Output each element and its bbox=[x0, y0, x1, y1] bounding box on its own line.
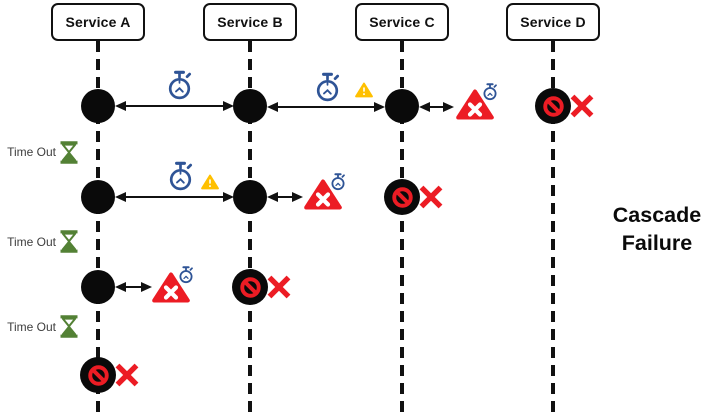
arrowhead-icon bbox=[267, 192, 278, 202]
timeout-label-2: Time Out bbox=[7, 235, 56, 249]
timeout-error-icon bbox=[456, 83, 498, 120]
timeout-error-icon bbox=[152, 266, 194, 303]
arrowhead-icon bbox=[443, 102, 454, 112]
failure-x-icon bbox=[267, 275, 291, 299]
stopwatch-badge-icon bbox=[483, 83, 497, 101]
call-arrow-a-b-row1 bbox=[115, 101, 234, 111]
lifeline-service-b bbox=[248, 41, 252, 412]
hourglass-icon bbox=[60, 315, 78, 338]
stopwatch-badge-icon bbox=[331, 173, 345, 191]
node-b-row2 bbox=[233, 180, 267, 214]
failed-call-arrow-c-row1 bbox=[419, 102, 454, 112]
failed-node-c bbox=[384, 179, 420, 215]
arrowhead-icon bbox=[115, 192, 126, 202]
arrowhead-icon bbox=[223, 192, 234, 202]
arrowhead-icon bbox=[292, 192, 303, 202]
arrowhead-icon bbox=[223, 101, 234, 111]
failure-x-icon bbox=[115, 363, 139, 387]
arrowhead-icon bbox=[115, 282, 126, 292]
arrowhead-icon bbox=[141, 282, 152, 292]
timeout-label-3: Time Out bbox=[7, 320, 56, 334]
hourglass-icon bbox=[60, 141, 78, 164]
arrowhead-icon bbox=[419, 102, 430, 112]
service-a-box: Service A bbox=[51, 3, 145, 41]
node-c-row1 bbox=[385, 89, 419, 123]
failed-call-arrow-a-row3 bbox=[115, 282, 152, 292]
failed-node-b bbox=[232, 269, 268, 305]
node-a-row3 bbox=[81, 270, 115, 304]
arrowhead-icon bbox=[374, 102, 385, 112]
service-c-label: Service C bbox=[369, 14, 435, 30]
failed-call-arrow-b-row2 bbox=[267, 192, 303, 202]
service-a-label: Service A bbox=[65, 14, 131, 30]
node-a-row1 bbox=[81, 89, 115, 123]
warning-icon bbox=[355, 82, 373, 98]
error-triangle-icon bbox=[152, 272, 190, 303]
blocked-icon bbox=[239, 276, 261, 298]
blocked-icon bbox=[542, 95, 564, 117]
error-triangle-icon bbox=[304, 179, 342, 210]
arrowhead-icon bbox=[267, 102, 278, 112]
stopwatch-icon bbox=[168, 70, 192, 100]
stopwatch-badge-icon bbox=[179, 266, 193, 284]
failed-node-a bbox=[80, 357, 116, 393]
lifeline-service-c bbox=[400, 41, 404, 412]
timeout-label-1: Time Out bbox=[7, 145, 56, 159]
call-arrow-a-b-row2 bbox=[115, 192, 234, 202]
call-arrow-b-c-row1 bbox=[267, 102, 385, 112]
diagram-title: Cascade Failure bbox=[612, 203, 702, 255]
service-c-box: Service C bbox=[355, 3, 449, 41]
stopwatch-icon bbox=[169, 161, 193, 191]
timeout-error-icon bbox=[304, 173, 346, 210]
node-a-row2 bbox=[81, 180, 115, 214]
failed-node-d bbox=[535, 88, 571, 124]
service-d-box: Service D bbox=[506, 3, 600, 41]
blocked-icon bbox=[87, 364, 109, 386]
arrowhead-icon bbox=[115, 101, 126, 111]
stopwatch-icon bbox=[316, 72, 340, 102]
service-b-box: Service B bbox=[203, 3, 297, 41]
blocked-icon bbox=[391, 186, 413, 208]
failure-x-icon bbox=[570, 94, 594, 118]
hourglass-icon bbox=[60, 230, 78, 253]
lifeline-service-d bbox=[551, 41, 555, 412]
error-triangle-icon bbox=[456, 89, 494, 120]
warning-icon bbox=[201, 174, 219, 190]
lifeline-service-a bbox=[96, 41, 100, 412]
service-d-label: Service D bbox=[520, 14, 586, 30]
node-b-row1 bbox=[233, 89, 267, 123]
service-b-label: Service B bbox=[217, 14, 283, 30]
failure-x-icon bbox=[419, 185, 443, 209]
